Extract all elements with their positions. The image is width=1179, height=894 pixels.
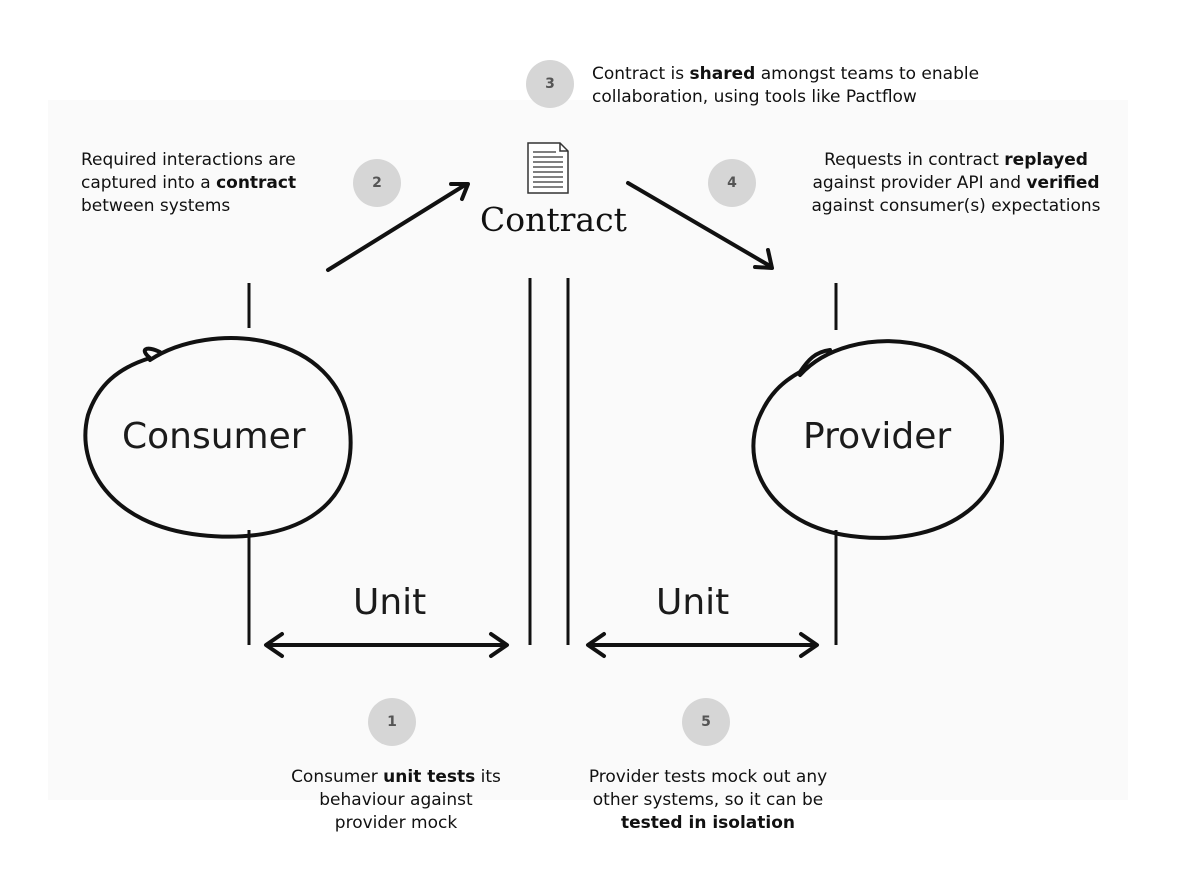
step-badge-5: 5 <box>682 698 730 746</box>
provider-circle <box>751 339 1004 540</box>
diagram-background <box>48 100 1128 800</box>
step-note-1: Consumer unit tests its behaviour agains… <box>291 767 501 833</box>
consumer-circle <box>83 336 353 539</box>
step-badge-3: 3 <box>526 60 574 108</box>
step-badge-1: 1 <box>368 698 416 746</box>
step-note-4: Requests in contract replayed against pr… <box>811 150 1101 216</box>
step-badge-4: 4 <box>708 159 756 207</box>
step-note-2: Required interactions are captured into … <box>81 150 297 216</box>
arrow-to-contract <box>326 183 467 272</box>
consumer-label: Consumer <box>122 416 306 457</box>
document-icon <box>527 142 569 194</box>
contract-label: Contract <box>480 200 627 239</box>
step-note-5: Provider tests mock out any other system… <box>588 767 828 833</box>
arrow-to-provider <box>626 181 772 268</box>
unit-arrow-left-head-start <box>264 632 284 658</box>
arrow-to-contract-head <box>449 182 470 201</box>
arrow-to-provider-head <box>753 248 774 270</box>
step-badge-2: 2 <box>353 159 401 207</box>
unit-label-left: Unit <box>353 582 427 623</box>
provider-label: Provider <box>803 416 952 457</box>
unit-arrow-right-head-end <box>799 632 819 658</box>
step-note-3: Contract is shared amongst teams to enab… <box>592 64 980 107</box>
unit-label-right: Unit <box>656 582 730 623</box>
unit-arrow-right-head-start <box>586 632 606 658</box>
unit-arrow-left-head-end <box>489 632 509 658</box>
